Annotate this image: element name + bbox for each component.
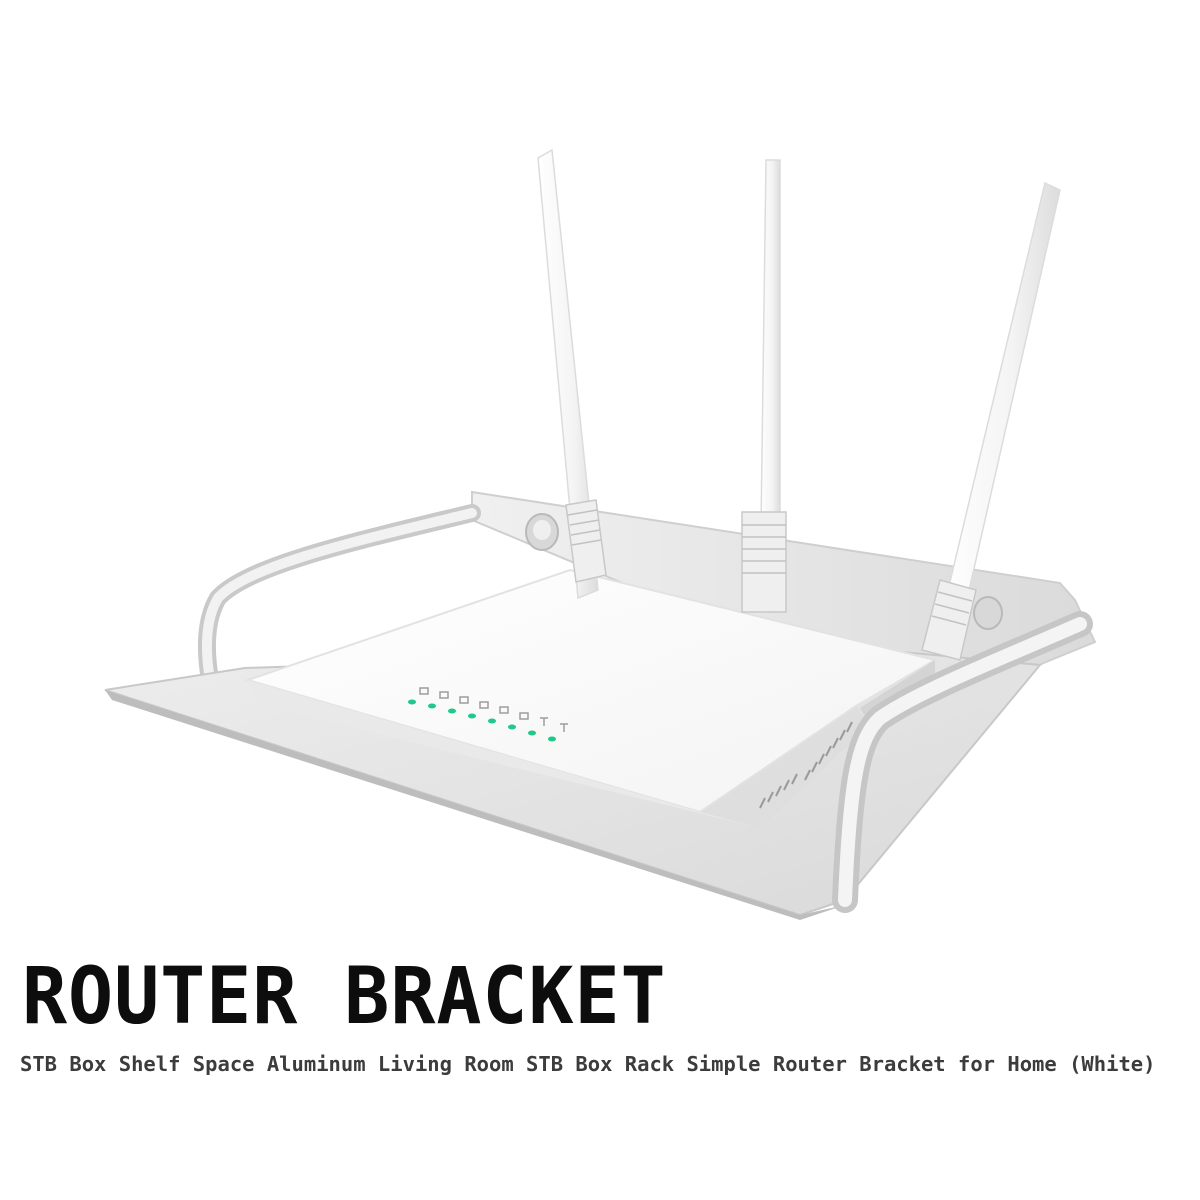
status-led-icon — [548, 736, 556, 742]
antenna-icon — [921, 181, 1061, 661]
status-led-icon — [508, 724, 516, 730]
status-led-icon — [428, 703, 436, 709]
antenna-icon — [741, 159, 787, 613]
router-vents — [759, 721, 853, 809]
status-led-icon — [528, 730, 536, 736]
status-led-icon — [468, 713, 476, 719]
bracket-left-rail — [197, 504, 481, 689]
status-led-icon — [408, 699, 416, 705]
product-title: ROUTER BRACKET — [22, 952, 667, 1042]
antenna-icon — [537, 148, 607, 600]
mounting-screw — [525, 513, 559, 551]
status-led-row — [408, 699, 556, 742]
status-led-symbols — [419, 687, 568, 732]
bracket-right-rail — [832, 611, 1093, 913]
router-bracket-illustration — [104, 148, 1097, 920]
mounting-screw — [973, 596, 1003, 630]
status-led-icon — [448, 708, 456, 714]
status-led-icon — [488, 718, 496, 724]
product-subtitle: STB Box Shelf Space Aluminum Living Room… — [20, 1052, 1156, 1076]
